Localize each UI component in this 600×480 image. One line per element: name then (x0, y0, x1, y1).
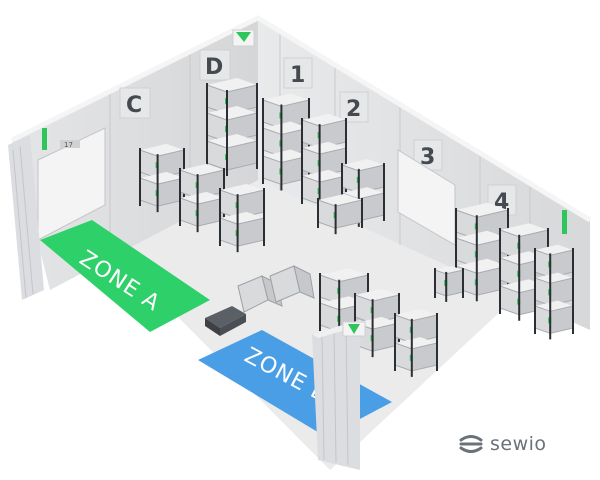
rack-stack (219, 183, 265, 253)
anchor-top (232, 29, 255, 47)
rack-shelf-top (500, 223, 548, 237)
rack-shelf-top (263, 149, 309, 163)
rack-cart-front (534, 249, 551, 279)
rack-shelf-top (302, 141, 346, 155)
rack-shelf-top (180, 163, 224, 177)
rack-shelf-top (320, 268, 368, 282)
brand-name: sewio (490, 433, 547, 455)
anchor-left (42, 128, 47, 150)
rack-shelf-top (263, 93, 309, 107)
svg-text:D: D (205, 55, 223, 80)
cart-loose-2 (269, 265, 315, 303)
rack-shelf-top (180, 191, 224, 205)
rack-shelf-top (395, 337, 437, 349)
rack-shelf-top (302, 169, 346, 183)
rack-stack (179, 163, 225, 233)
wall-label-1: 1 (283, 57, 313, 89)
rack-shelf-top (456, 230, 508, 246)
rack-stack (534, 244, 574, 340)
rack-cart-side (445, 269, 464, 297)
sewio-logo-icon (459, 435, 483, 453)
rack-shelf-top (220, 183, 264, 197)
brand-logo: sewio (458, 428, 547, 460)
rack-cart-front (534, 305, 551, 335)
svg-text:C: C (126, 93, 142, 118)
rack-shelf-top (220, 211, 264, 225)
anchor-front (342, 321, 366, 337)
svg-text:3: 3 (420, 145, 435, 170)
rack-shelf-top (535, 300, 573, 312)
cleaning-robot (205, 306, 246, 336)
wall-label-d: D (199, 49, 231, 81)
rack-shelf-top (302, 113, 346, 127)
left-dock-door: 17 (37, 127, 106, 241)
loose-carts (205, 265, 315, 336)
rack-shelf-top (535, 244, 573, 256)
rack-stack (394, 309, 438, 377)
front-corner-wall-ribs (321, 325, 349, 466)
rack-shelf-top (207, 78, 257, 92)
rack-shelf-top (318, 193, 362, 207)
rack-shelf-top (395, 309, 437, 321)
wall-label-3: 3 (413, 139, 443, 171)
svg-text:17: 17 (64, 141, 73, 149)
rack-stack (354, 288, 400, 358)
rack-stack (139, 143, 185, 213)
wall-top-rim (10, 15, 592, 223)
rack-cart-side (549, 249, 574, 278)
rack-shelf-top (535, 272, 573, 284)
rack-shelf-top (342, 187, 384, 199)
svg-text:1: 1 (290, 63, 305, 88)
svg-text:2: 2 (346, 97, 361, 122)
rack-cart-side (549, 305, 574, 334)
rack-shelf-top (342, 159, 384, 171)
rack-shelf-top (207, 106, 257, 120)
rack-shelf-top (355, 288, 399, 302)
rack-cart-side (549, 277, 574, 306)
rack-shelf-top (355, 316, 399, 330)
wall-label-c: C (119, 87, 151, 119)
rack-shelf-top (140, 171, 184, 185)
rack-cart-front (534, 277, 551, 307)
rack-stack (317, 193, 363, 235)
left-front-wall-ribs (12, 145, 34, 299)
storage-racks (139, 78, 574, 377)
rack-stack (434, 266, 464, 302)
rack-shelf-top (140, 143, 184, 157)
rack-shelf-top (456, 258, 508, 274)
rack-shelf-top (207, 134, 257, 148)
anchor-right (562, 210, 567, 234)
rack-stack (206, 78, 258, 176)
wall-label-4: 4 (487, 184, 517, 216)
rack-shelf-top (456, 202, 508, 218)
wall-label-2: 2 (339, 91, 369, 123)
rack-shelf-top (263, 121, 309, 135)
